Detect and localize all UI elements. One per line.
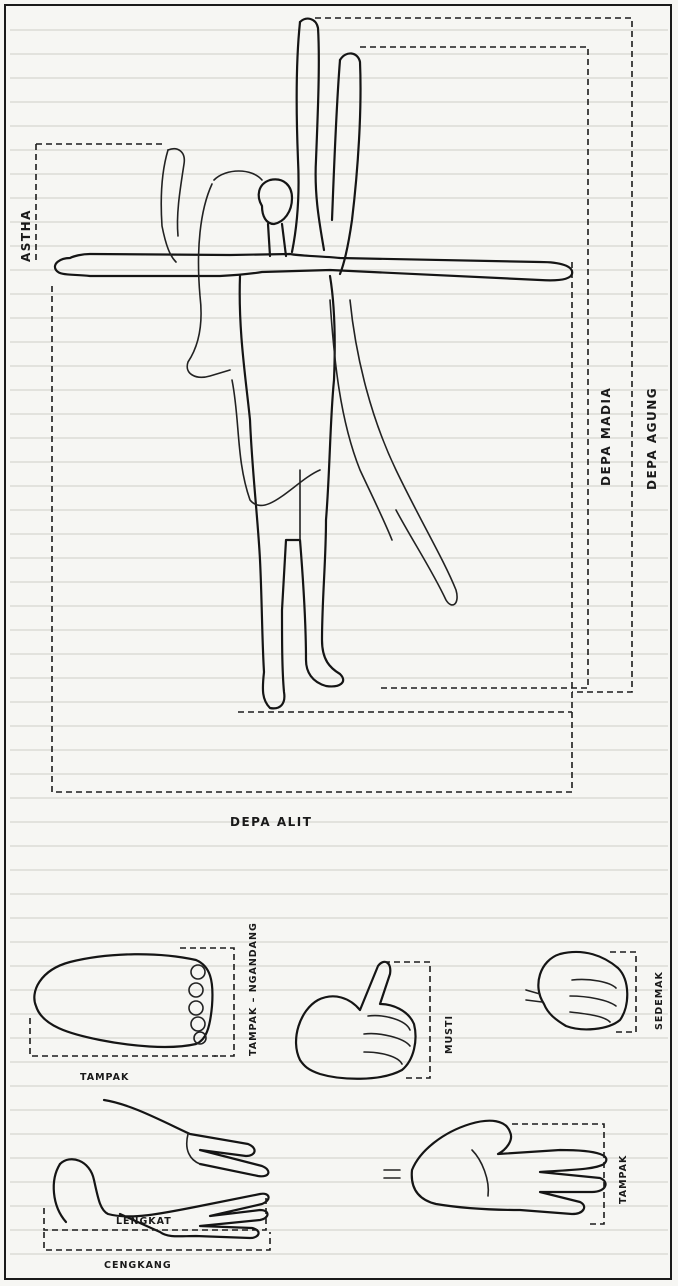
label-musti: MUSTI xyxy=(444,1015,455,1054)
background-text-lines xyxy=(10,30,668,1254)
label-tampak-foot: TAMPAK xyxy=(80,1072,129,1083)
label-depa-agung: DEPA AGUNG xyxy=(645,387,659,490)
fist-thumb-up-drawing xyxy=(296,962,415,1079)
tampak-ngandang-bracket xyxy=(180,948,234,1056)
foot-drawing xyxy=(34,954,212,1047)
label-depa-alit: DEPA ALIT xyxy=(230,815,312,829)
label-cengkang: CENGKANG xyxy=(104,1260,172,1271)
musti-bracket xyxy=(384,962,430,1078)
label-astha: ASTHA xyxy=(19,209,33,262)
label-sedemak: SEDEMAK xyxy=(654,971,665,1030)
open-hand-drawing xyxy=(384,1121,606,1214)
label-lengkat: LENGKAT xyxy=(116,1216,172,1227)
cengkang-bracket xyxy=(44,1232,270,1250)
label-depa-madia: DEPA MADIA xyxy=(599,387,613,486)
depa-agung-bracket xyxy=(315,18,632,692)
label-tampak-hand: TAMPAK xyxy=(618,1155,629,1204)
human-figure xyxy=(55,19,572,709)
depa-madia-bracket xyxy=(360,47,588,688)
label-tampak-ngandang: TAMPAK – NGANDANG xyxy=(248,922,259,1056)
tampak-foot-box xyxy=(30,1018,218,1056)
